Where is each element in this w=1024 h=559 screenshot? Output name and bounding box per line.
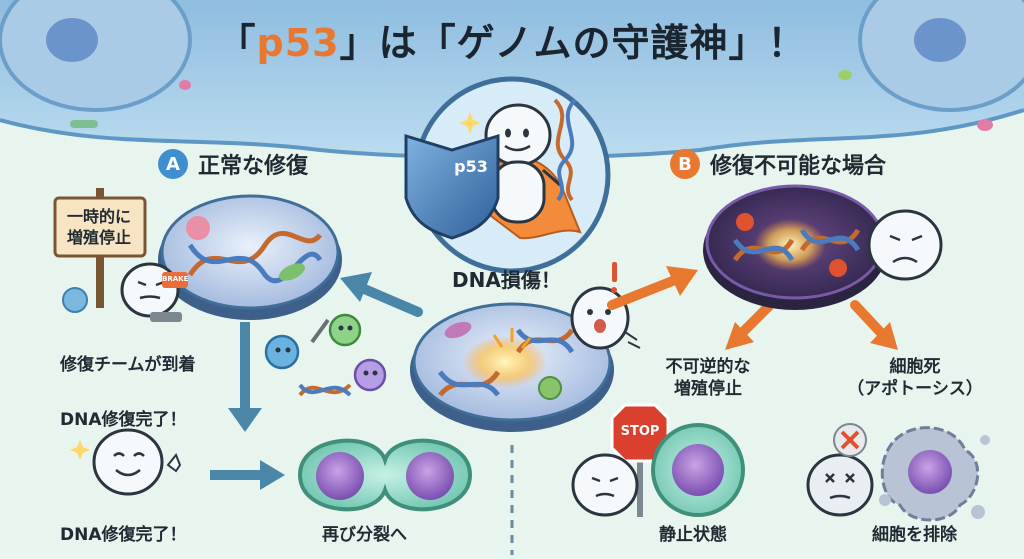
sign-label: 一時的に 増殖停止 [66, 207, 131, 247]
brake-lever [162, 272, 188, 288]
apoptotic-cell [879, 426, 990, 522]
stern-cell-character [571, 453, 639, 517]
repair-team [264, 313, 387, 397]
damaged-cell [410, 302, 614, 432]
p53-hero-medallion [404, 76, 611, 274]
dying-cell-character [806, 423, 874, 517]
eliminate-label: 細胞を排除 [872, 525, 957, 545]
shield-label: p53 [454, 157, 488, 176]
shield-icon [404, 133, 500, 240]
section-b-title: 修復不可能な場合 [710, 154, 887, 179]
repair-done-label-bottom: DNA修復完了！ [60, 525, 187, 545]
section-a-badge: A [158, 149, 188, 179]
bg-nucleus-right [914, 18, 966, 62]
irreversible-arrest-label: 不可逆的な 増殖停止 [665, 357, 751, 399]
section-a-title: 正常な修復 [198, 154, 309, 179]
bg-organelle [179, 80, 191, 90]
signpost [53, 188, 147, 308]
sparkle-icon [459, 112, 481, 134]
divide-again-label: 再び分裂へ [322, 525, 407, 545]
apoptosis-label: 細胞死 （アポトーシス） [847, 357, 983, 399]
bg-cell-left [0, 0, 192, 112]
arrow-a-right [210, 460, 285, 490]
arrow-a-down [228, 322, 262, 432]
section-b-label: B 修復不可能な場合 [670, 148, 886, 180]
repairing-cell [158, 194, 342, 320]
brake-label: BRAKE [162, 275, 189, 283]
arrow-b-left [725, 300, 775, 350]
happy-cell-character [70, 428, 182, 496]
virus-icon [736, 213, 754, 231]
virus-icon [62, 287, 88, 313]
thumbs-up-icon [166, 453, 182, 473]
worried-cell-character [867, 209, 943, 281]
braking-cell-character [120, 262, 188, 322]
wrench-icon [310, 318, 330, 344]
dividing-cell [297, 438, 473, 512]
virus-icon [538, 376, 562, 400]
title-accent: p53 [256, 21, 340, 65]
quiescent-label: 静止状態 [659, 525, 727, 545]
arrow-b-right [850, 300, 898, 350]
bg-organelle [70, 120, 98, 128]
section-b-badge: B [670, 149, 700, 179]
quiescent-cell [651, 423, 745, 517]
bg-organelle [977, 119, 993, 131]
sparkle-icon [70, 440, 90, 460]
dna-helix-icon [553, 98, 577, 202]
stop-label: STOP [620, 424, 660, 439]
virus-icon [829, 259, 847, 277]
irreparable-cell [703, 184, 887, 310]
damage-glow [463, 336, 547, 388]
arrow-to-section-b [607, 266, 698, 310]
repair-team-label: 修復チームが到着 [60, 355, 196, 375]
repair-done-label-top: DNA修復完了！ [60, 410, 187, 430]
bg-organelle [838, 70, 852, 80]
alert-icon [612, 262, 617, 282]
dna-damage-label: DNA損傷！ [452, 268, 561, 292]
section-a-label: A 正常な修復 [158, 148, 308, 180]
arrow-to-section-a [340, 272, 423, 317]
page-title: 「p53」は「ゲノムの守護神」！ [217, 21, 807, 65]
bg-nucleus-left [46, 18, 98, 62]
